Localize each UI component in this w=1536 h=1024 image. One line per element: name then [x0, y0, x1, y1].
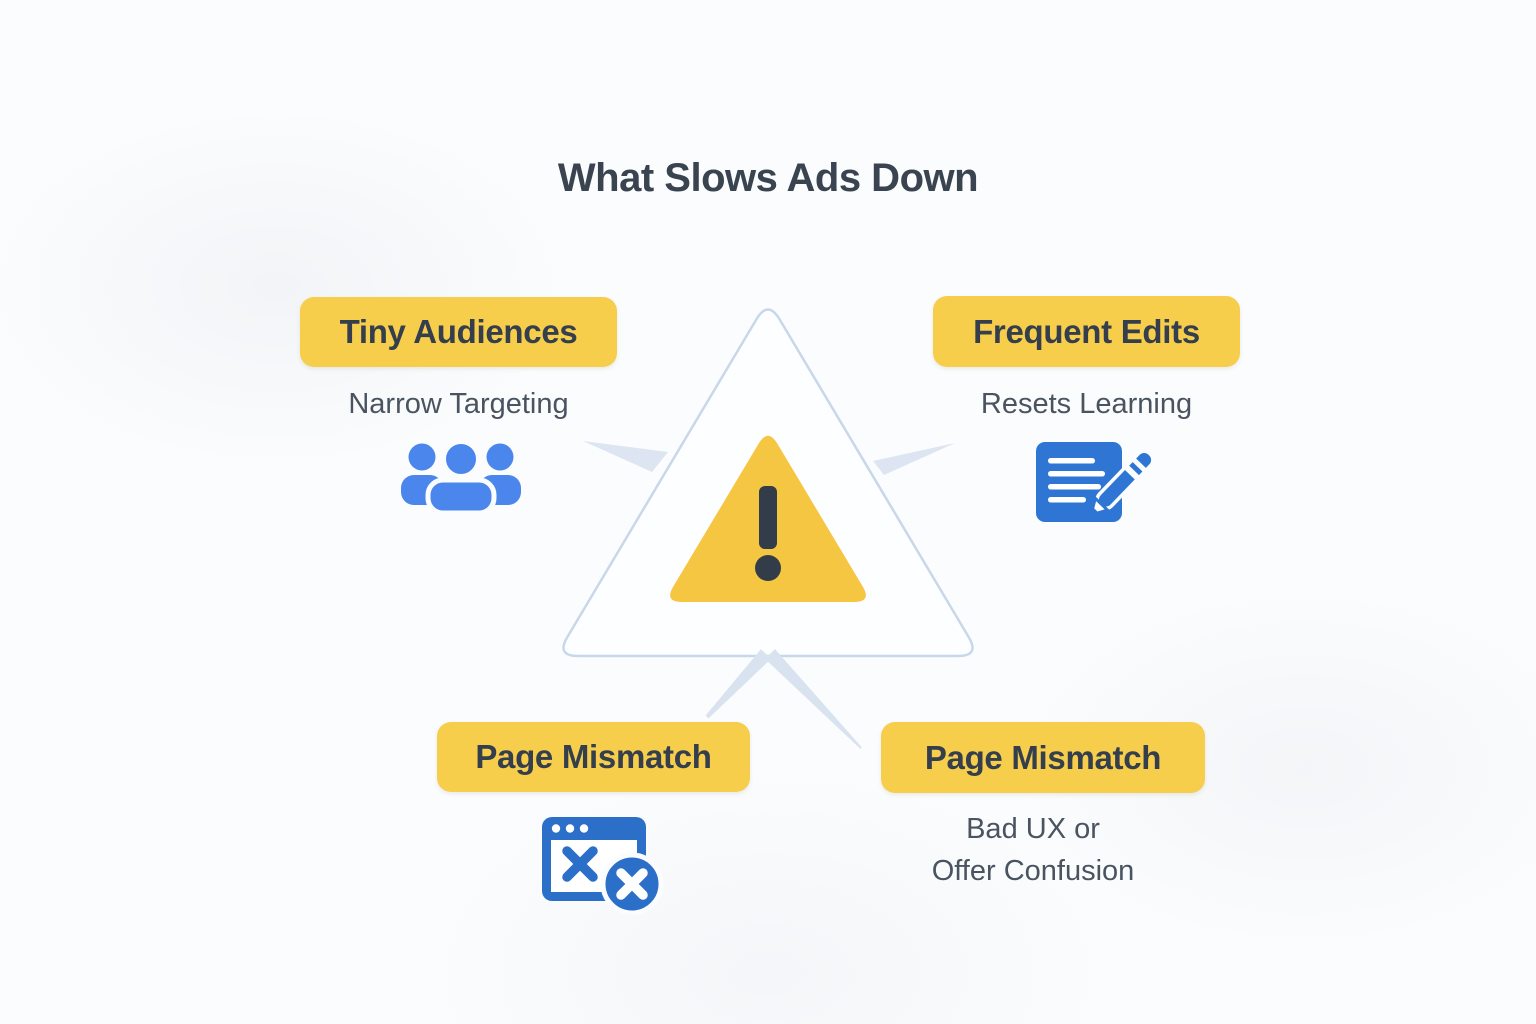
audience-group-icon — [401, 439, 521, 516]
caption-narrow-targeting: Narrow Targeting — [348, 388, 569, 420]
broken-page-icon — [542, 817, 664, 916]
label-tiny-audiences-text: Tiny Audiences — [339, 313, 578, 350]
label-tiny-audiences: Tiny Audiences — [300, 297, 617, 367]
caption-resets-learning: Resets Learning — [980, 388, 1193, 420]
connector-right-wedge — [873, 443, 955, 475]
label-page-mismatch-left-text: Page Mismatch — [475, 738, 712, 775]
page-title: What Slows Ads Down — [557, 156, 979, 200]
label-page-mismatch-left: Page Mismatch — [437, 722, 750, 792]
connector-bottom-left-leg — [705, 649, 772, 719]
label-frequent-edits: Frequent Edits — [933, 296, 1240, 367]
label-page-mismatch-right-text: Page Mismatch — [924, 738, 1162, 776]
connector-bottom-right-leg — [765, 649, 862, 749]
connector-left-wedge — [583, 441, 668, 472]
label-page-mismatch-right: Page Mismatch — [881, 722, 1205, 793]
label-frequent-edits-text: Frequent Edits — [973, 312, 1200, 350]
document-edit-icon — [1036, 442, 1155, 522]
caption-bad-ux-offer-confusion: Bad UX or Offer Confusion — [931, 813, 1135, 887]
warning-triangle-icon — [670, 435, 866, 602]
